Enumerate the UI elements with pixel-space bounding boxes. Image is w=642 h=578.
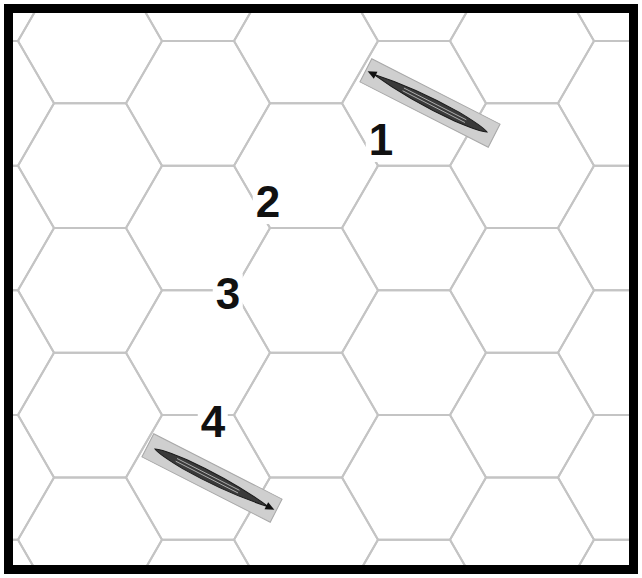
hex-cell	[450, 353, 594, 478]
ship-layer	[142, 59, 500, 523]
hex-cell	[126, 41, 270, 166]
hex-cell	[342, 540, 486, 565]
hex-cell	[558, 41, 629, 166]
ship-deck	[176, 459, 240, 493]
hex-cell	[342, 166, 486, 291]
hex-cell	[234, 13, 378, 103]
hex-cell	[558, 13, 629, 41]
hex-cell	[558, 540, 629, 565]
hex-cell	[13, 13, 54, 41]
hex-cell	[126, 540, 270, 565]
hex-grid	[13, 13, 629, 565]
callout-number: 1	[366, 118, 396, 162]
ship-deck	[403, 88, 467, 122]
hex-cell	[126, 166, 270, 291]
hex-cell	[234, 228, 378, 353]
hex-cell	[13, 290, 54, 415]
ship-counter	[142, 434, 282, 523]
callout-number: 3	[213, 272, 243, 316]
heading-arrow	[366, 68, 378, 79]
hex-cell	[558, 415, 629, 540]
hex-cell	[234, 103, 378, 228]
hex-cell	[558, 290, 629, 415]
hex-cell	[234, 353, 378, 478]
hex-cell	[18, 103, 162, 228]
map-frame	[9, 9, 634, 570]
callout-number: 4	[198, 400, 228, 444]
hex-cell	[126, 290, 270, 415]
hex-cell	[18, 228, 162, 353]
hex-cell	[13, 415, 54, 540]
hex-cell	[558, 166, 629, 291]
hex-cell	[18, 13, 162, 103]
hex-cell	[13, 166, 54, 291]
hex-cell	[18, 353, 162, 478]
hex-cell	[450, 477, 594, 565]
ship-hull	[153, 444, 272, 512]
hex-cell	[450, 228, 594, 353]
hex-cell	[342, 415, 486, 540]
hex-cell	[450, 13, 594, 103]
hex-cell	[342, 290, 486, 415]
hex-cell	[13, 41, 54, 166]
callout-number: 2	[253, 180, 283, 224]
hex-cell	[18, 477, 162, 565]
counter-backing	[142, 434, 282, 523]
heading-arrow	[265, 502, 277, 513]
